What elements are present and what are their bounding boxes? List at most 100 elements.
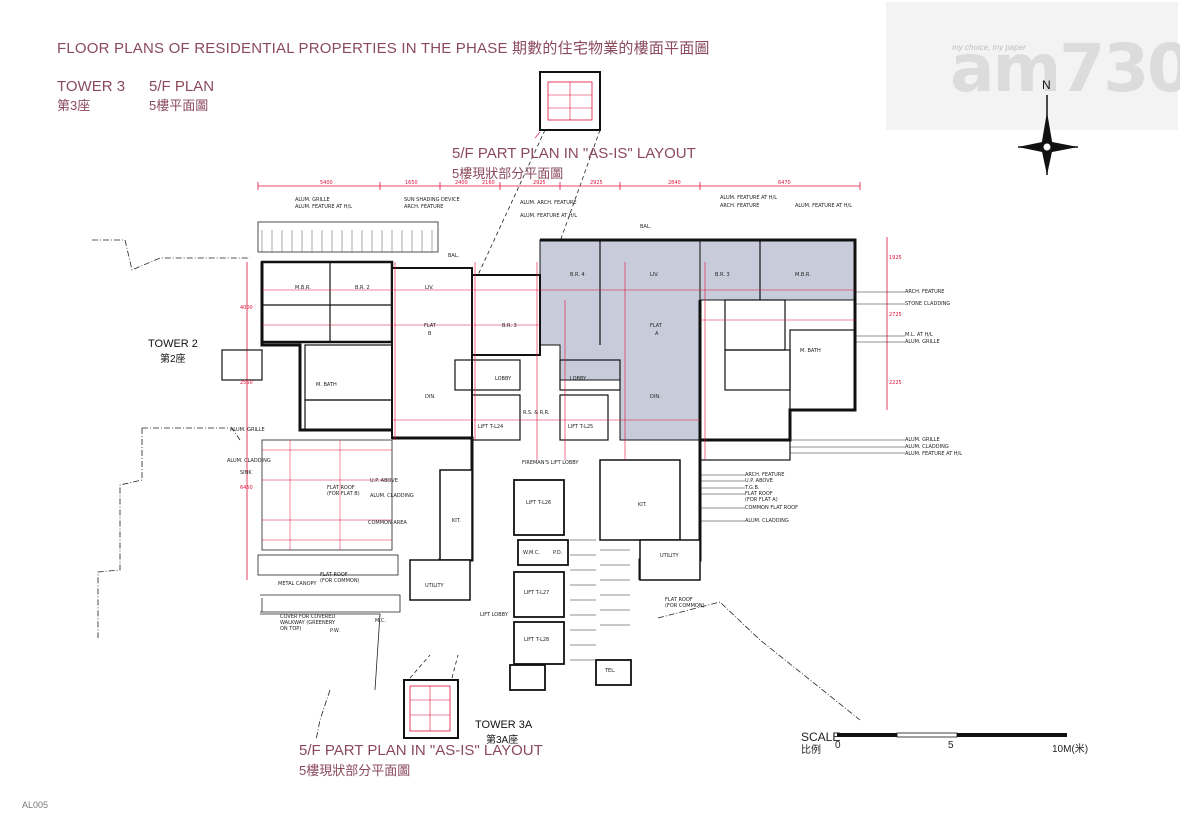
room-lobby-2: LOBBY [570,376,587,382]
room-br2-left: B.R. 2 [355,285,370,291]
room-lift-t28: LIFT T-L28 [524,637,550,643]
room-br3-right: B.R. 3 [715,272,730,278]
room-din-b: DIN. [425,394,436,400]
dim-top-5: 2925 [590,180,603,186]
room-mbr-right: M.B.R. [795,272,811,278]
room-tel: TEL. [605,668,616,674]
room-lift-t25: LIFT T-L25 [568,424,594,430]
note-metal-canopy: METAL CANOPY [278,581,317,587]
note-cover-walkway: COVER FOR COVERED WALKWAY (GREENERY ON T… [280,614,336,632]
note-pw: P.W. [330,628,340,634]
page-title: FLOOR PLANS OF RESIDENTIAL PROPERTIES IN… [57,40,710,57]
scale-tick-10: 10M(米) [1052,744,1089,755]
note-alum-grille-l: ALUM. GRILLE [230,427,265,433]
room-liv-a: LIV. [650,272,659,278]
room-lift-t24: LIFT T-L24 [478,424,504,430]
note-arch-feature-top: ARCH. FEATURE [404,204,444,210]
room-lift-lobby: LIFT LOBBY [480,612,508,618]
tower-label-zh: 第3座 [57,98,91,113]
top-part-plan-thumbnail [534,71,601,139]
dim-left-0: 4000 [240,305,253,311]
tower-label-en: TOWER 3 [57,78,126,95]
room-flat-b-mark: B [428,331,432,337]
room-lift-t26: LIFT T-L26 [526,500,552,506]
room-pd: P.D. [553,550,563,556]
room-bal-left: BAL. [448,253,460,259]
scale-label-zh: 比例 [801,745,821,756]
note-up-above-l: U.P. ABOVE [370,478,398,484]
room-firemans-lobby: FIREMAN'S LIFT LOBBY [522,460,579,466]
room-flat-a-mark: A [655,331,659,337]
room-flat-roof-common: FLAT ROOF [320,572,348,578]
note-common-area: COMMON AREA [368,520,407,526]
room-bal-right: BAL. [640,224,652,230]
note-arch-feature-r4: ARCH. FEATURE [745,472,785,478]
note-sink: SINK [240,470,252,476]
dim-right-2: 2225 [889,380,902,386]
note-alum-feature-right1: ALUM. FEATURE AT H/L [720,195,778,201]
room-lift-t27: LIFT T-L27 [524,590,550,596]
room-wmc: W.M.C. [523,550,540,556]
note-ml-at-hl: M.L. AT H/L [905,332,933,338]
note-alum-feature-hl2: ALUM. FEATURE AT H/L [520,213,578,219]
note-arch-feature-right1: ARCH. FEATURE [720,203,760,209]
room-liv-b: LIV. [425,285,434,291]
north-compass-icon [1018,95,1078,175]
room-flat-roof-b-sub: (FOR FLAT B) [327,491,360,497]
room-br3-mid: B.R. 3 [502,323,517,329]
room-utility-b: UTILITY [425,583,444,589]
note-alum-grille-top: ALUM. GRILLE [295,197,330,203]
tower2-label-zh: 第2座 [160,354,186,365]
note-stone-cladding: STONE CLADDING [905,301,951,307]
note-sun-shading: SUN SHADING DEVICE [404,197,460,203]
top-dimension-line [257,182,861,190]
note-alum-feature-top: ALUM. FEATURE AT H/L [295,204,353,210]
dim-top-2: 2400 [455,180,468,186]
room-flat-roof-b: FLAT ROOF [327,485,355,491]
note-alum-cladding-l2: ALUM. CLADDING [370,493,414,499]
dim-right-1: 2725 [889,312,902,318]
dim-top-4: 2925 [533,180,546,186]
dim-top-0: 5400 [320,180,333,186]
dim-top-1: 1650 [405,180,418,186]
room-br4: B.R. 4 [570,272,585,278]
room-din-a: DIN. [650,394,661,400]
tower2-label: TOWER 2 [148,338,198,350]
note-alum-feature-r3: ALUM. FEATURE AT H/L [905,451,963,457]
room-flat-roof-common2-sub: (FOR COMMON) [665,603,705,609]
note-flat-roof-a-sub: (FOR FLAT A) [745,497,778,503]
top-part-plan-title: 5/F PART PLAN IN "AS-IS" LAYOUT [452,145,696,162]
note-flat-roof-a: FLAT ROOF [745,491,773,497]
bottom-part-plan-title: 5/F PART PLAN IN "AS-IS" LAYOUT [299,742,543,759]
scale-label: SCALE [801,730,841,744]
room-flat-roof-common2: FLAT ROOF [665,597,693,603]
note-alum-grille-r: ALUM. GRILLE [905,339,940,345]
top-part-plan-title-zh: 5樓現狀部分平面圖 [452,166,564,181]
room-flat-b: FLAT [424,323,436,329]
note-alum-cladding-r: ALUM. CLADDING [905,444,949,450]
tower3a-label: TOWER 3A [475,719,533,731]
room-kit-b: KIT. [452,518,461,524]
logo-tagline: my choice, my paper [952,43,1026,52]
note-common-flat-roof: COMMON FLAT ROOF [745,505,798,511]
bottom-part-plan-title-zh: 5樓現狀部分平面圖 [299,763,411,778]
page-code: AL005 [22,800,49,810]
dim-top-7: 6470 [778,180,791,186]
scale-tick-0: 0 [835,740,841,751]
room-mbath-left: M. BATH [316,382,337,388]
bottom-part-plan-thumbnail [403,679,459,739]
room-mbath-right: M. BATH [800,348,821,354]
note-alum-cladding-r5: ALUM. CLADDING [745,518,789,524]
note-up-above: U.P. ABOVE [745,478,773,484]
logo-am730: am730 [950,30,1180,107]
room-rs-rr: R.S. & R.R. [523,410,550,416]
dim-left-2: 6450 [240,485,253,491]
dim-right-0: 1925 [889,255,902,261]
logo-watermark-box [886,2,1178,130]
note-alum-feature-right2: ALUM. FEATURE AT H/L [795,203,853,209]
dim-left-1: 2550 [240,380,253,386]
scale-bar [837,732,1067,738]
dim-top-3: 2160 [482,180,495,186]
dim-top-6: 2840 [668,180,681,186]
